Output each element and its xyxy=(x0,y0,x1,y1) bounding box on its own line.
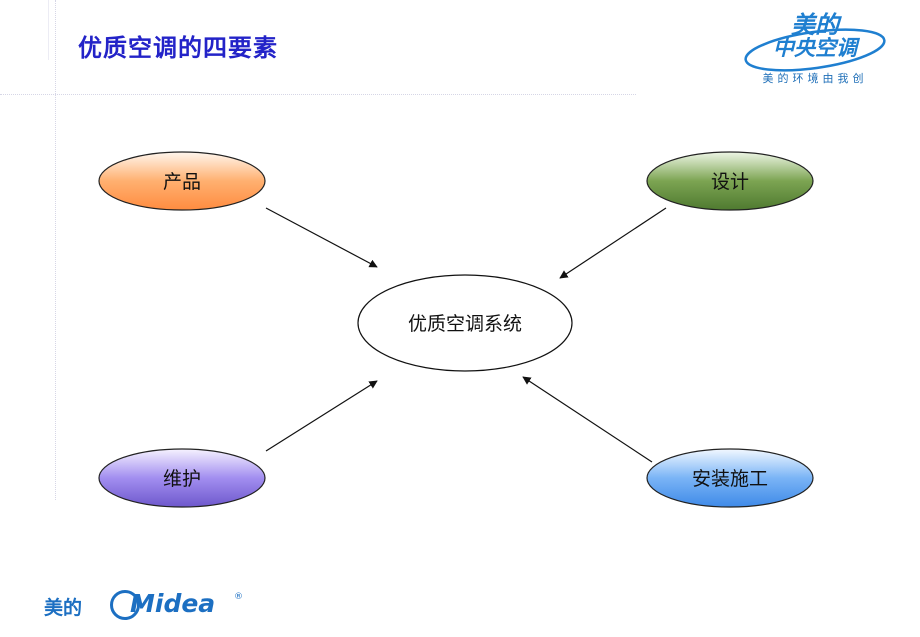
node-product-label: 产品 xyxy=(163,171,201,193)
arrow-design-to-center xyxy=(559,207,667,279)
arrow-maintenance-to-center xyxy=(265,380,378,452)
guide-line-vertical xyxy=(55,0,56,500)
node-design: 设计 xyxy=(646,151,814,211)
footer-logo-reg: ® xyxy=(234,592,243,602)
midea-ring-icon xyxy=(110,590,140,620)
brand-slogan: 美的环境由我创 xyxy=(762,72,868,85)
center-node: 优质空调系统 xyxy=(357,274,573,372)
node-design-label: 设计 xyxy=(711,171,749,193)
brand-swoosh-icon xyxy=(744,28,886,72)
node-maintenance: 维护 xyxy=(98,448,266,508)
center-node-label: 优质空调系统 xyxy=(408,313,522,335)
node-installation: 安装施工 xyxy=(646,448,814,508)
footer-logo-en: Midea xyxy=(130,589,216,618)
node-product: 产品 xyxy=(98,151,266,211)
footer-logo-cn: 美的 xyxy=(44,597,83,619)
slide-title: 优质空调的四要素 xyxy=(78,34,278,62)
brand-sub-text: 中央空调 xyxy=(773,36,857,60)
guide-line-vertical-secondary xyxy=(48,0,49,60)
arrow-product-to-center xyxy=(265,207,378,268)
node-installation-label: 安装施工 xyxy=(692,468,768,490)
brand-logo: 美的 中央空调 美的环境由我创 xyxy=(736,12,894,94)
arrow-installation-to-center xyxy=(522,376,653,463)
node-maintenance-label: 维护 xyxy=(163,468,201,490)
guide-line-horizontal xyxy=(0,94,636,95)
brand-main-text: 美的 xyxy=(791,11,839,39)
